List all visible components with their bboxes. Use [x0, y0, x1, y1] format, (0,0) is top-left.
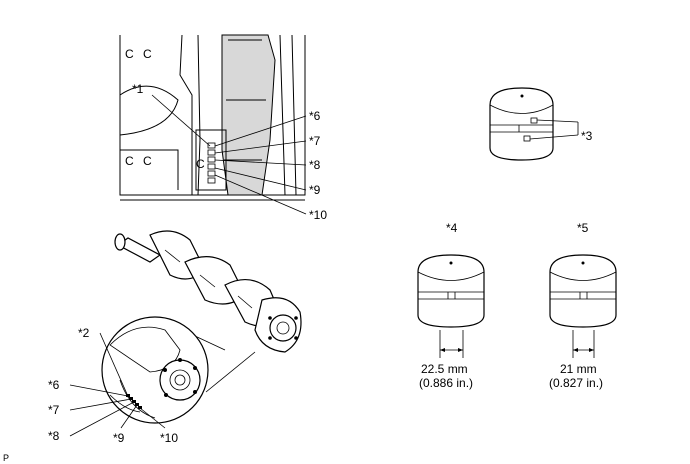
block-mark-c: C: [143, 154, 152, 168]
callout-1: *1: [132, 82, 144, 96]
callout-5: *5: [577, 221, 589, 235]
bearing-type-5: [549, 254, 617, 358]
callout-9: *9: [113, 431, 125, 445]
block-mark-c: C: [125, 154, 134, 168]
bearing-type-4: [417, 254, 485, 358]
callout-10: *10: [160, 431, 178, 445]
block-callout-leaders: [151, 94, 307, 215]
callout-4: *4: [446, 221, 458, 235]
callout-6: *6: [309, 109, 321, 123]
crankshaft-detail-magnified: [101, 316, 209, 424]
callout-3-leader: [536, 119, 579, 123]
dimension-4-mm: 22.5 mm: [421, 362, 468, 376]
block-mark-c: C: [125, 47, 134, 61]
bearing-with-marks: [489, 87, 554, 161]
block-mark-c: C: [143, 47, 152, 61]
callout-8: *8: [48, 429, 60, 443]
cylinder-block-illustration: C C C C C: [119, 34, 306, 201]
callout-3: *3: [581, 129, 593, 143]
block-mark-c: C: [196, 157, 205, 171]
callout-9: *9: [309, 183, 321, 197]
callout-7: *7: [309, 134, 321, 148]
callout-7: *7: [48, 403, 60, 417]
dimension-5-mm: 21 mm: [560, 362, 597, 376]
callout-6: *6: [48, 378, 60, 392]
callout-10: *10: [309, 208, 327, 222]
dimension-5-in: (0.827 in.): [549, 376, 603, 390]
callout-8: *8: [309, 158, 321, 172]
magnify-connector: [205, 351, 256, 393]
figure-code: P: [3, 453, 9, 463]
callout-2: *2: [78, 326, 90, 340]
callout-3-leader: [529, 134, 579, 140]
dimension-4-in: (0.886 in.): [419, 376, 473, 390]
crankshaft-callout-leaders: [69, 332, 166, 437]
crankshaft-illustration: [114, 230, 302, 353]
block-journal-marks: [207, 142, 216, 184]
